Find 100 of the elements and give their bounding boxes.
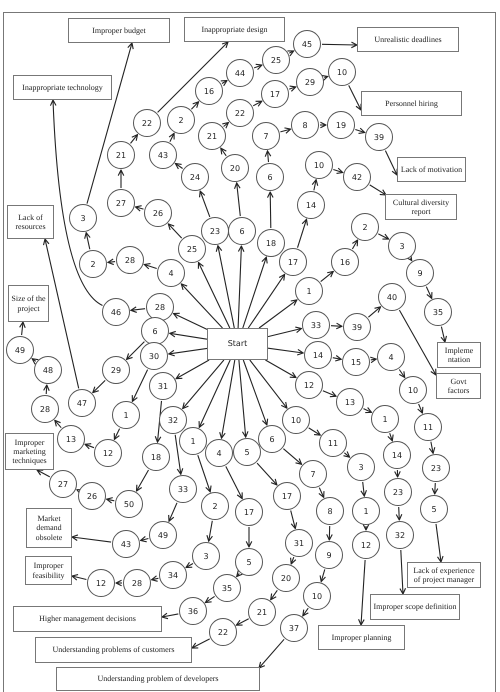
arrow (248, 274, 286, 328)
arrow (140, 536, 149, 542)
number-circle: 35 (424, 298, 452, 326)
number-circle: 10 (305, 151, 333, 179)
number-circle: 5 (235, 548, 263, 576)
number-circle: 33 (169, 475, 197, 503)
arrow (191, 101, 200, 110)
risk-box: Improper feasibility (25, 556, 72, 585)
start-box: Start (207, 328, 268, 360)
arrow (134, 205, 144, 212)
number-circle: 28 (146, 293, 174, 321)
arrow (378, 233, 390, 240)
risk-box: Improper scope definition (370, 594, 460, 620)
number-circle: 43 (149, 141, 177, 169)
arrow (246, 527, 252, 548)
number-circle: 24 (181, 163, 209, 191)
number-circle: 1 (112, 401, 140, 429)
number-circle: 7 (252, 122, 280, 150)
arrow (191, 638, 210, 649)
arrow (362, 524, 370, 531)
arrow (151, 575, 159, 582)
number-circle: 12 (94, 439, 122, 467)
number-circle: 9 (406, 259, 434, 287)
number-circle: 29 (102, 356, 130, 384)
arrow (169, 330, 208, 340)
arrow (84, 232, 91, 250)
arrow (320, 569, 326, 582)
number-circle: 45 (293, 30, 321, 58)
arrow (172, 312, 208, 330)
number-circle: 27 (107, 189, 135, 217)
number-circle: 1 (179, 427, 207, 455)
risk-box: Cultural diversity report (385, 194, 457, 220)
arrow (43, 384, 50, 394)
number-circle: 46 (102, 298, 130, 326)
arrow (369, 184, 387, 196)
arrow (234, 182, 241, 216)
number-circle: 34 (159, 561, 187, 589)
risk-box: Improper budget (68, 18, 170, 43)
arrow (130, 134, 138, 144)
arrow (168, 132, 175, 142)
arrow (264, 150, 272, 162)
number-circle: 2 (351, 213, 379, 241)
number-circle: 12 (87, 569, 115, 597)
number-circle: 15 (342, 348, 370, 376)
arrow (290, 510, 298, 530)
arrow (322, 42, 358, 48)
arrow (180, 283, 223, 328)
arrow (370, 356, 377, 364)
arrow (222, 122, 229, 129)
number-circle: 27 (49, 470, 77, 498)
arrow (348, 85, 362, 111)
arrow (157, 41, 229, 113)
number-circle: 49 (149, 521, 177, 549)
number-circle: 17 (261, 80, 289, 108)
number-circle: 36 (179, 597, 207, 625)
arrow (86, 42, 134, 204)
arrow (114, 428, 120, 440)
number-circle: 5 (420, 495, 448, 523)
number-circle: 3 (388, 232, 416, 260)
number-circle: 35 (213, 574, 241, 602)
number-circle: 1 (352, 497, 380, 525)
risk-box: Size of the project (8, 285, 49, 322)
number-circle: 22 (226, 99, 254, 127)
arrow (384, 150, 398, 176)
arrow (238, 360, 249, 438)
number-circle: 16 (331, 248, 359, 276)
arrow (360, 482, 368, 497)
arrow (106, 497, 114, 504)
arrow (394, 470, 401, 478)
arrow (342, 450, 350, 458)
arrow (42, 238, 80, 389)
risk-box: Improper planning (318, 625, 405, 650)
arrow (225, 466, 243, 500)
arrow (174, 162, 183, 170)
arrow (330, 322, 343, 330)
number-circle: 14 (304, 341, 332, 369)
number-circle: 22 (209, 618, 237, 646)
arrow (322, 390, 337, 398)
number-circle: 39 (365, 123, 393, 151)
number-circle: 17 (235, 498, 263, 526)
risk-box: Understanding problem of developers (56, 667, 260, 691)
number-circle: 28 (123, 569, 151, 597)
risk-box: Market demand obsolete (26, 508, 72, 548)
number-circle: 23 (422, 454, 450, 482)
arrow (320, 122, 327, 128)
number-circle: 5 (233, 438, 261, 466)
arrow (176, 360, 210, 380)
number-circle: 17 (279, 248, 307, 276)
number-circle: 11 (319, 429, 347, 457)
number-circle: 18 (257, 229, 285, 257)
number-circle: 11 (414, 413, 442, 441)
number-circle: 20 (272, 564, 300, 592)
number-circle: 29 (296, 68, 324, 96)
arrow (258, 299, 298, 328)
arrow (256, 462, 278, 486)
risk-box: Improper marketing techniques (5, 433, 54, 470)
number-circle: 37 (280, 614, 308, 642)
arrow (107, 258, 116, 266)
arrow (326, 526, 333, 541)
arrow (398, 369, 406, 378)
